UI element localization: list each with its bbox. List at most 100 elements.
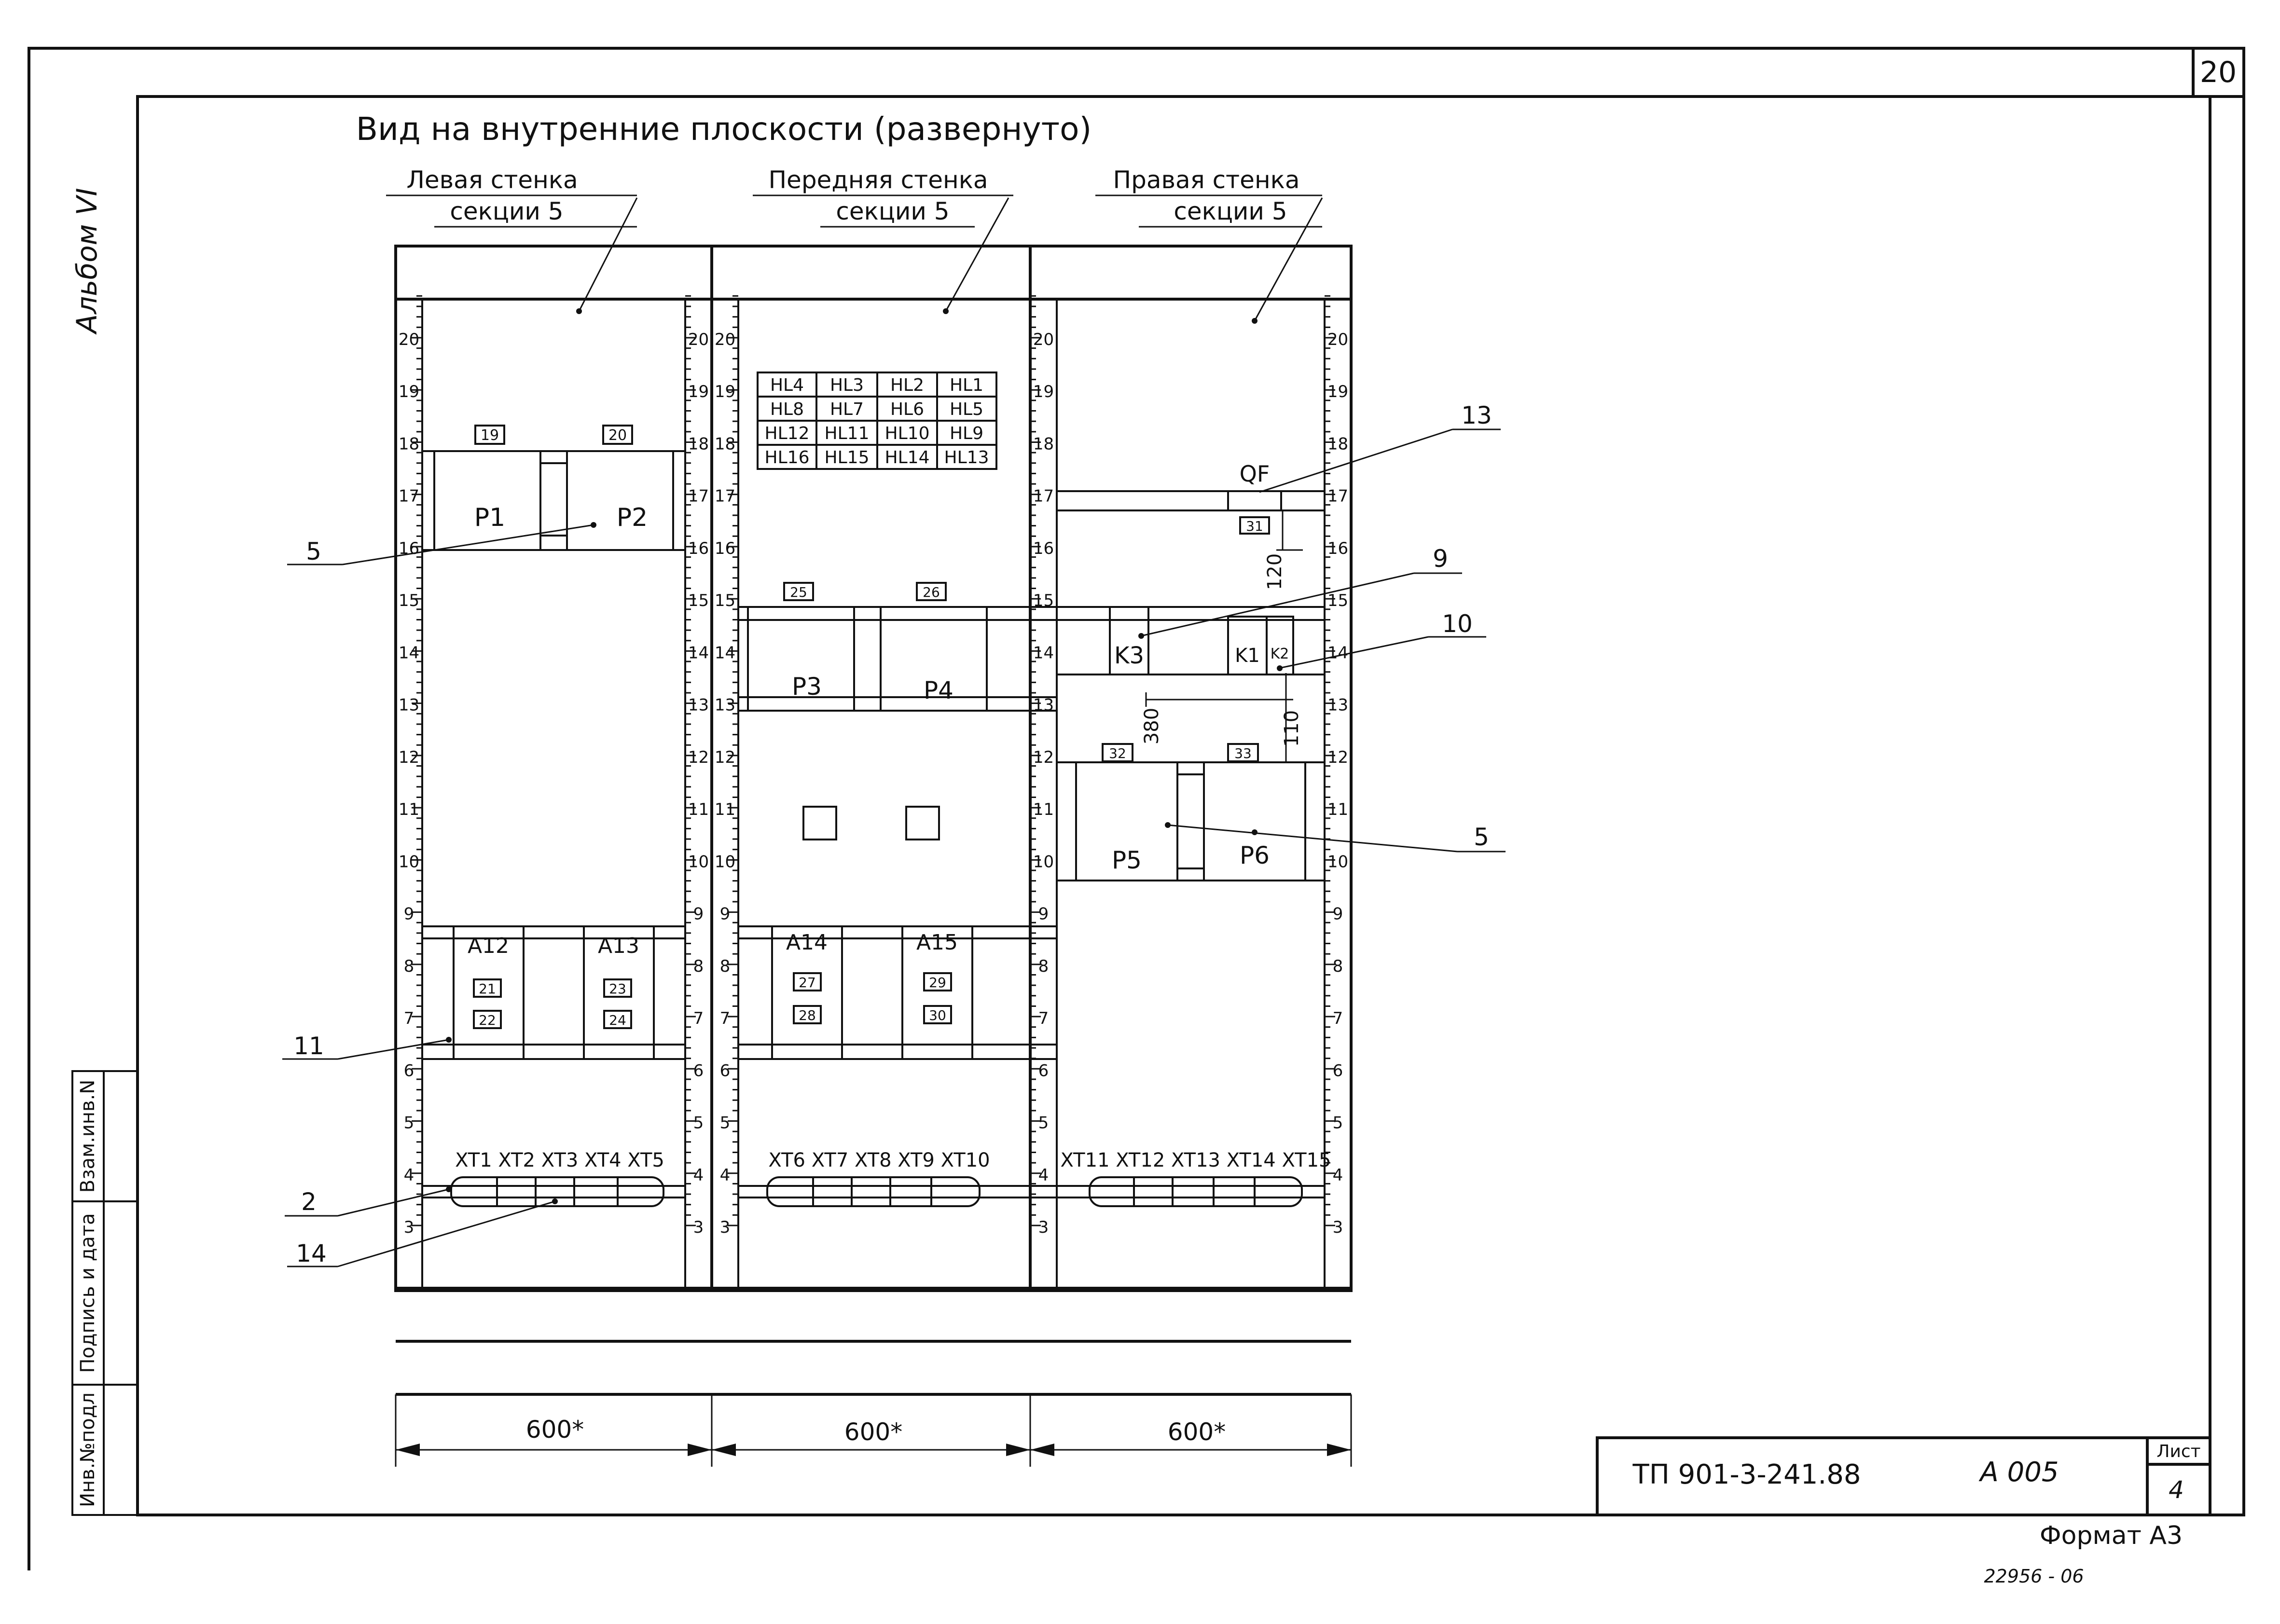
- scale-mark: 6: [1333, 1061, 1343, 1080]
- scale-mark: 7: [1038, 1009, 1049, 1028]
- callout-2: 2: [301, 1188, 317, 1216]
- scale-mark: 19: [1327, 382, 1348, 401]
- document-code: ТП 901-3-241.88: [1632, 1459, 1861, 1490]
- tag-20-label: 20: [608, 427, 627, 444]
- breaker-a14: A14: [786, 930, 828, 955]
- scale-mark: 15: [688, 591, 709, 610]
- scale-mark: 5: [1333, 1114, 1343, 1133]
- lamp-label: HL11: [825, 424, 870, 443]
- relay-p4: P4: [924, 676, 953, 704]
- tag-21: 21: [479, 981, 496, 997]
- scale-mark: 6: [1038, 1061, 1049, 1080]
- scale-mark: 14: [688, 643, 709, 662]
- scale-mark: 14: [715, 643, 735, 662]
- scale-mark: 9: [693, 905, 704, 924]
- panel-right-name: Правая стенка: [1113, 166, 1300, 194]
- scale-mark: 16: [1033, 539, 1054, 558]
- scale-mark: 19: [715, 382, 735, 401]
- stamp-inv-label: Инв.№подл: [77, 1392, 99, 1507]
- rail-scales: 3456789101112131415161718192034567891011…: [399, 295, 1348, 1237]
- scale-mark: 20: [1327, 330, 1348, 349]
- lamp-label: HL14: [885, 448, 930, 468]
- scale-mark: 10: [688, 852, 709, 871]
- callout-10: 10: [1442, 610, 1473, 638]
- width-right: 600*: [1168, 1418, 1226, 1446]
- scale-mark: 9: [1038, 905, 1049, 924]
- lamp-label: HL16: [765, 448, 810, 468]
- scale-mark: 3: [1333, 1218, 1343, 1237]
- lamp-grid: [757, 372, 997, 470]
- heading-leader-dots: [576, 308, 1257, 324]
- lamp-label: HL7: [830, 399, 864, 419]
- tag-30: 30: [929, 1007, 946, 1023]
- scale-mark: 13: [1033, 696, 1054, 715]
- scale-mark: 12: [1327, 748, 1348, 767]
- panel-left-name: Левая стенка: [406, 166, 578, 194]
- lamp-label: HL3: [830, 375, 864, 395]
- format-label: Формат А3: [2040, 1521, 2183, 1550]
- scale-mark: 12: [1033, 748, 1054, 767]
- scale-mark: 4: [693, 1166, 704, 1185]
- scale-mark: 15: [1327, 591, 1348, 610]
- scale-mark: 5: [693, 1114, 704, 1133]
- sheet-frame: [28, 47, 2245, 1570]
- scale-mark: 6: [720, 1061, 731, 1080]
- scale-mark: 13: [688, 696, 709, 715]
- scale-mark: 11: [688, 800, 709, 819]
- album-code: А 005: [1979, 1457, 2059, 1488]
- scale-mark: 13: [715, 696, 735, 715]
- scale-mark: 12: [688, 748, 709, 767]
- contactor-k1: K1: [1235, 645, 1260, 667]
- scale-mark: 3: [720, 1218, 731, 1237]
- scale-mark: 4: [1333, 1166, 1343, 1185]
- breaker-a15: A15: [916, 930, 958, 955]
- lamp-label: HL1: [950, 375, 983, 395]
- right-wall: QF 31 K3 K1 K2 32 33 P5 P6 120 380 110 X…: [1056, 461, 1331, 1207]
- tag-22: 22: [479, 1012, 496, 1028]
- scale-mark: 14: [1327, 643, 1348, 662]
- callout-leaders: [282, 428, 1506, 1267]
- scale-mark: 18: [1033, 434, 1054, 454]
- width-arrows: [396, 1444, 1351, 1456]
- tag-28: 28: [799, 1007, 816, 1023]
- scale-mark: 19: [1033, 382, 1054, 401]
- scale-mark: 16: [1327, 539, 1348, 558]
- scale-mark: 15: [715, 591, 735, 610]
- relay-p1: P1: [474, 503, 505, 532]
- tag-31: 31: [1246, 518, 1263, 534]
- callout-14: 14: [296, 1239, 327, 1267]
- stamp-sign-label: Подпись и дата: [77, 1213, 99, 1373]
- panel-front-section: секции 5: [836, 197, 949, 225]
- terminals-left: XT1 XT2 XT3 XT4 XT5: [455, 1149, 664, 1171]
- scale-mark: 9: [1333, 905, 1343, 924]
- left-wall: 19 20 P1 P2 A12 A13 21 22 23 24 XT1 XT2 …: [421, 425, 686, 1207]
- relay-p5: P5: [1112, 846, 1142, 874]
- order-number: 22956 - 06: [1984, 1566, 2084, 1587]
- tag-32: 32: [1109, 745, 1126, 761]
- sheet-number: 20: [2200, 55, 2237, 89]
- scale-mark: 14: [1033, 643, 1054, 662]
- scale-mark: 8: [693, 957, 704, 976]
- tag-19: [474, 425, 505, 445]
- scale-mark: 17: [715, 487, 735, 506]
- tag-27: 27: [799, 975, 816, 991]
- dimension-380: 380: [1141, 708, 1163, 744]
- breaker-a12: A12: [468, 934, 509, 958]
- scale-mark: 6: [693, 1061, 704, 1080]
- lamp-label: HL2: [890, 375, 924, 395]
- contactor-k3: K3: [1114, 642, 1144, 669]
- scale-mark: 5: [1038, 1114, 1049, 1133]
- relay-p3: P3: [792, 673, 822, 701]
- scale-mark: 7: [404, 1009, 415, 1028]
- panel-left-section: секции 5: [450, 197, 563, 225]
- terminals-front: XT6 XT7 XT8 XT9 XT10: [768, 1149, 990, 1171]
- lamp-label: HL10: [885, 424, 930, 443]
- scale-mark: 20: [1033, 330, 1054, 349]
- tag-29: 29: [929, 975, 946, 991]
- dimension-120: 120: [1264, 553, 1286, 590]
- scale-mark: 18: [399, 434, 419, 454]
- scale-mark: 17: [399, 487, 419, 506]
- terminal-strip-front: [738, 1176, 1057, 1207]
- sheet-value: 4: [2169, 1476, 2184, 1504]
